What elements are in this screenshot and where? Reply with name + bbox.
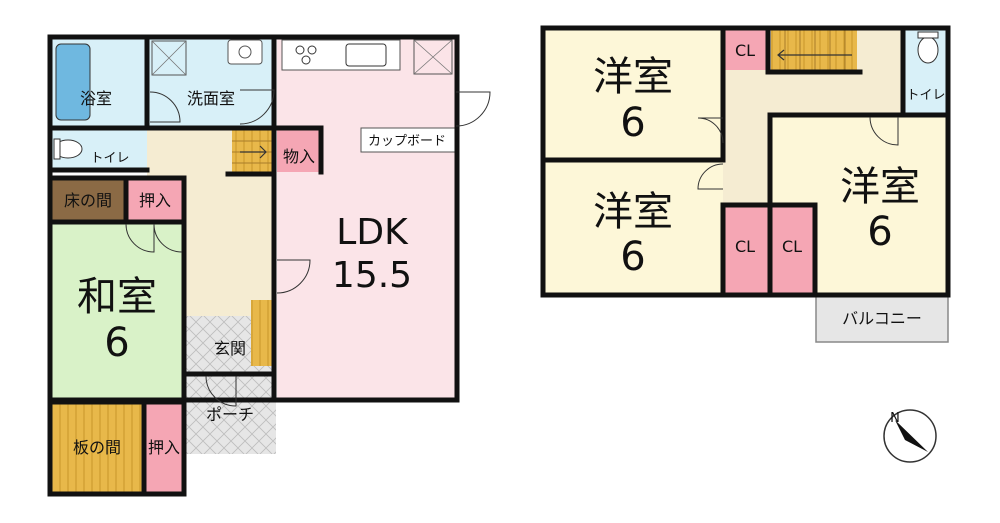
room-b-name: 洋室 bbox=[593, 189, 673, 235]
toilet-icon-2f bbox=[917, 36, 939, 64]
room-a-size: 6 bbox=[620, 100, 645, 146]
compass-label: N bbox=[890, 411, 900, 426]
oshiire-bottom bbox=[144, 402, 184, 494]
cl-mid-right-label: CL bbox=[782, 237, 802, 256]
cl-mid-left bbox=[723, 205, 768, 293]
washitsu-room bbox=[50, 222, 184, 399]
bath-label: 浴室 bbox=[80, 89, 112, 108]
room-a bbox=[543, 28, 723, 160]
kitchen-sink-icon bbox=[345, 43, 387, 67]
balcony bbox=[815, 294, 949, 343]
room-a-name: 洋室 bbox=[593, 54, 673, 100]
balcony-label: バルコニー bbox=[842, 309, 922, 328]
washing-machine-icon bbox=[151, 40, 187, 76]
entrance-label: 玄関 bbox=[214, 339, 246, 358]
washitsu-name: 和室 bbox=[77, 274, 157, 320]
ldk-name: LDK bbox=[336, 212, 409, 253]
compass-needle-icon bbox=[895, 420, 928, 452]
cl-mid-right bbox=[770, 205, 815, 293]
cl-top bbox=[723, 30, 768, 70]
room-b bbox=[543, 160, 723, 295]
compass: N bbox=[883, 409, 937, 463]
stove-icon bbox=[295, 45, 305, 55]
oshiire-top bbox=[126, 178, 184, 222]
cl-mid-left-label: CL bbox=[735, 237, 755, 256]
entrance-step bbox=[251, 300, 274, 366]
floor-2: 洋室 6 洋室 6 洋室 6 CL CL CL トイレ バルコニー bbox=[540, 25, 951, 343]
room-b-size: 6 bbox=[620, 234, 645, 280]
floor-1: 浴室 洗面室 トイレ 物入 カップボード 床の間 押入 和室 6 LDK 15.… bbox=[47, 34, 491, 497]
toilet-2f-label: トイレ bbox=[906, 88, 945, 103]
fridge-icon bbox=[413, 39, 453, 75]
cupboard-label: カップボード bbox=[368, 134, 446, 149]
oshiire-bottom-label: 押入 bbox=[148, 438, 180, 457]
sink-icon bbox=[227, 39, 263, 65]
porch-label: ポーチ bbox=[206, 405, 254, 424]
tokonoma-label: 床の間 bbox=[64, 191, 112, 210]
itanoma-label: 板の間 bbox=[73, 438, 121, 457]
room-c-name: 洋室 bbox=[840, 164, 920, 210]
ldk-size: 15.5 bbox=[332, 255, 412, 296]
ldk-room bbox=[277, 37, 457, 400]
stair-arrow-icon bbox=[240, 145, 267, 159]
cupboard-area bbox=[360, 127, 456, 153]
bathtub-icon bbox=[55, 43, 91, 121]
itanoma bbox=[50, 402, 144, 494]
washroom-label: 洗面室 bbox=[187, 89, 235, 108]
room-c-size: 6 bbox=[867, 209, 892, 255]
stair-arrow-icon-2f bbox=[777, 49, 852, 61]
cl-top-label: CL bbox=[735, 41, 755, 60]
storage-room-fill bbox=[277, 128, 319, 172]
washitsu-size: 6 bbox=[104, 320, 129, 366]
oshiire-top-label: 押入 bbox=[139, 191, 171, 210]
storage-label: 物入 bbox=[283, 147, 315, 166]
tokonoma bbox=[50, 178, 126, 222]
porch bbox=[186, 374, 276, 454]
toilet-label: トイレ bbox=[90, 151, 129, 166]
